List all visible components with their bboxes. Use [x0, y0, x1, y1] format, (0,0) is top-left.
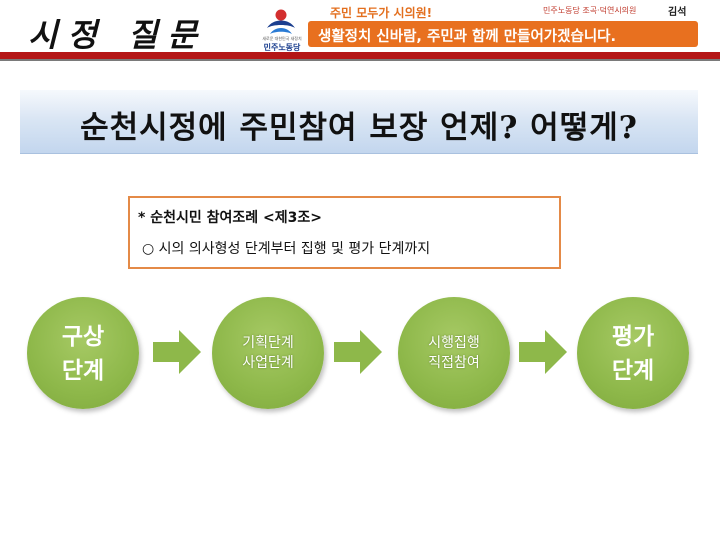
slogan-small: 주민 모두가 시의원! [330, 6, 433, 20]
step-2-line1: 기획단계 [242, 335, 294, 351]
page-title: 시정 질문 [28, 16, 207, 54]
process-step-3: 시행집행 직접참여 [398, 297, 510, 409]
header-rule-shadow [0, 59, 720, 61]
arrow-right-icon [153, 330, 201, 374]
ordinance-line: ○ 시의 의사형성 단계부터 집행 및 평가 단계까지 [142, 238, 430, 258]
process-step-1: 구상 단계 [27, 297, 139, 409]
party-line: 민주노동당 조곡·덕연시의원 [543, 6, 637, 15]
step-3-line1: 시행집행 [428, 335, 480, 351]
slogan-bar: 생활정치 신바람, 주민과 함께 만들어가겠습니다. [308, 21, 698, 47]
bullet-circle: ○ [142, 241, 155, 257]
header: 시정 질문 새로운 대한민국 새정치 민주노동당 주민 모두가 시의원! 민주노… [0, 0, 720, 62]
step-2-line2: 사업단계 [242, 355, 294, 371]
arrow-right-icon [334, 330, 382, 374]
party-logo: 새로운 대한민국 새정치 민주노동당 [254, 4, 306, 56]
step-4-line1: 평가 [611, 324, 655, 350]
process-step-2: 기획단계 사업단계 [212, 297, 324, 409]
logo-name: 민주노동당 [263, 43, 301, 52]
logo-subtext: 새로운 대한민국 새정치 [262, 36, 302, 41]
step-4-line2: 단계 [611, 358, 655, 384]
header-rule [0, 52, 720, 59]
question-banner: 순천시정에 주민참여 보장 언제? 어떻게? [20, 90, 698, 154]
step-1-line1: 구상 [61, 324, 105, 350]
arrow-right-icon [519, 330, 567, 374]
ordinance-box: * 순천시민 참여조례 <제3조> ○ 시의 의사형성 단계부터 집행 및 평가… [128, 196, 561, 269]
party-logo-icon [267, 9, 295, 34]
question-text: 순천시정에 주민참여 보장 언제? 어떻게? [80, 110, 638, 146]
person-name: 김석 [668, 7, 687, 18]
slogan-main: 생활정치 신바람, 주민과 함께 만들어가겠습니다. [318, 29, 617, 45]
process-step-4: 평가 단계 [577, 297, 689, 409]
step-1-line2: 단계 [61, 358, 105, 384]
ordinance-text: 시의 의사형성 단계부터 집행 및 평가 단계까지 [158, 241, 431, 257]
ordinance-title: * 순천시민 참여조례 <제3조> [138, 210, 322, 226]
step-3-line2: 직접참여 [428, 355, 480, 371]
